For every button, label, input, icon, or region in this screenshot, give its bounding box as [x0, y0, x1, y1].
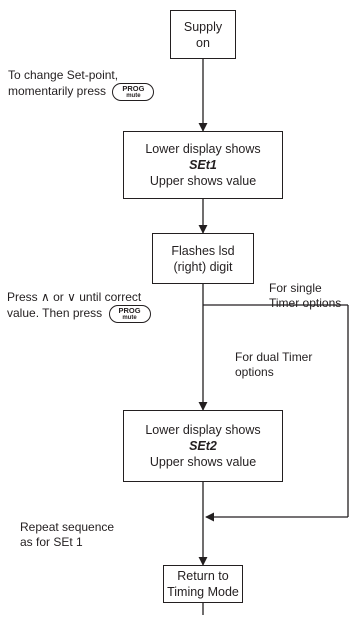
- change-setpoint-line1: To change Set-point,: [8, 68, 119, 82]
- supply-line1: Supply: [183, 19, 223, 34]
- repeat-sequence-note: Repeat sequence as for SEt 1: [20, 520, 114, 550]
- dual-line2: options: [235, 365, 274, 379]
- prog-label: PROG: [122, 83, 145, 93]
- press-line1: Press ∧ or ∨ until correct: [7, 290, 142, 304]
- prog-mute-button-icon: PROG mute: [112, 83, 155, 101]
- lower1-line3: Upper shows value: [149, 174, 257, 188]
- change-setpoint-note: To change Set-point, momentarily press P…: [8, 68, 155, 101]
- lower1-code: SEt1: [189, 158, 217, 172]
- change-setpoint-line2-row: momentarily press PROG mute: [8, 83, 155, 101]
- supply-line2: on: [196, 35, 210, 50]
- lower-display-set2-box: Lower display shows SEt2 Upper shows val…: [123, 410, 283, 482]
- flash-line1: Flashes lsd: [171, 243, 235, 258]
- lower2-line1: Lower display shows: [145, 423, 261, 437]
- return-timing-box: Return to Timing Mode: [163, 565, 243, 603]
- repeat-line1: Repeat sequence: [20, 520, 115, 534]
- prog-label: PROG: [118, 305, 141, 315]
- return-line1: Return to: [177, 569, 229, 583]
- prog-mute-button-icon: PROG mute: [108, 305, 151, 323]
- lower1-line1: Lower display shows: [145, 142, 261, 156]
- single-timer-note: For single Timer options: [269, 281, 341, 311]
- press-line2: value. Then press: [7, 306, 103, 321]
- flash-line2: (right) digit: [173, 259, 233, 274]
- lower-display-set1-box: Lower display shows SEt1 Upper shows val…: [123, 131, 283, 199]
- press-note: Press ∧ or ∨ until correct value. Then p…: [7, 290, 151, 323]
- mute-label: mute: [126, 92, 141, 99]
- supply-on-box: Supply on: [170, 10, 236, 59]
- single-line1: For single: [269, 281, 322, 295]
- lower2-line3: Upper shows value: [149, 455, 257, 469]
- mute-label: mute: [122, 314, 137, 321]
- return-line2: Timing Mode: [167, 585, 239, 599]
- lower2-code: SEt2: [189, 439, 217, 453]
- change-setpoint-line2: momentarily press: [8, 84, 107, 99]
- press-line2-row: value. Then press PROG mute: [7, 305, 151, 323]
- dual-timer-note: For dual Timer options: [235, 350, 312, 380]
- dual-line1: For dual Timer: [235, 350, 313, 364]
- single-line2: Timer options: [269, 296, 342, 310]
- repeat-line2: as for SEt 1: [20, 535, 83, 549]
- flashes-lsd-box: Flashes lsd (right) digit: [152, 233, 254, 284]
